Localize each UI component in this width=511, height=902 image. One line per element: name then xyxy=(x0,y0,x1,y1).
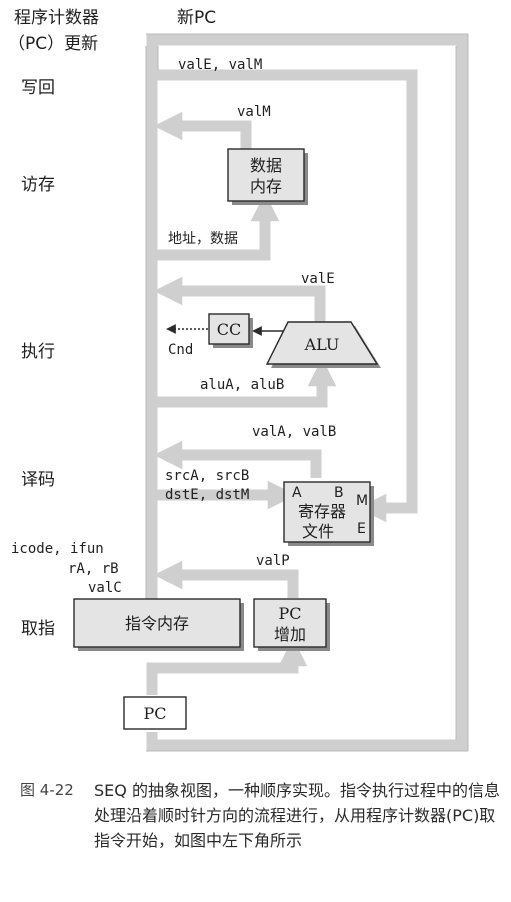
data-memory-box: 数据 内存 xyxy=(227,148,308,205)
figure-caption-text: SEQ 的抽象视图，一种顺序实现。指令执行过程中的信息处理沿着顺时针方向的流程进… xyxy=(94,781,500,850)
stage-decode: 译码 xyxy=(21,470,55,490)
signal-valm: valM xyxy=(237,104,271,120)
vale-valm-path xyxy=(152,69,418,523)
signal-vale: valE xyxy=(301,271,335,287)
alu-box: ALU xyxy=(265,321,381,368)
instruction-memory-label: 指令内存 xyxy=(125,614,189,633)
signal-addr-data: 地址，数据 xyxy=(168,231,238,247)
data-memory-line2: 内存 xyxy=(250,177,282,196)
valm-path xyxy=(153,111,252,150)
addr-data-path xyxy=(152,192,280,261)
alu-label: ALU xyxy=(304,335,340,354)
signal-paths xyxy=(146,34,468,751)
stage-fetch: 取指 xyxy=(21,619,55,639)
data-memory-line1: 数据 xyxy=(250,156,282,175)
register-file-box: A B M E 寄存器 文件 xyxy=(283,481,374,546)
pc-increment-line2: 增加 xyxy=(274,625,306,644)
stage-execute: 执行 xyxy=(21,342,55,362)
register-file-line2: 文件 xyxy=(302,522,334,541)
reg-port-a: A xyxy=(292,485,302,501)
new-pc-label: 新PC xyxy=(177,8,216,28)
instruction-memory-box: 指令内存 xyxy=(73,598,244,651)
reg-port-m: M xyxy=(356,493,368,509)
pc-box: PC xyxy=(123,696,187,730)
reg-port-e: E xyxy=(357,521,366,537)
signal-vale-valm: valE, valM xyxy=(178,57,262,73)
pc-loop-path xyxy=(146,34,468,751)
stage-pc-update-line1: 程序计数器 xyxy=(14,8,99,28)
stage-memory: 访存 xyxy=(21,175,55,195)
pc-fetch-path xyxy=(146,637,308,695)
vala-valb-path xyxy=(153,440,322,478)
path-edges xyxy=(145,33,469,752)
signal-cnd: Cnd xyxy=(168,342,193,358)
figure-number: 图 4-22 xyxy=(20,781,74,799)
register-file-line1: 寄存器 xyxy=(298,502,346,521)
valp-path xyxy=(153,560,299,598)
signal-alua-alub: aluA, aluB xyxy=(200,377,284,393)
stage-writeback: 写回 xyxy=(21,78,55,98)
alua-alub-path xyxy=(152,357,337,408)
signal-ra-rb: rA, rB xyxy=(68,561,119,577)
pc-increment-line1: PC xyxy=(278,604,301,623)
signal-icode-ifun: icode, ifun xyxy=(11,541,104,557)
reg-port-b: B xyxy=(334,485,344,501)
signal-srca-srcb: srcA, srcB xyxy=(165,468,249,484)
signal-vala-valb: valA, valB xyxy=(252,424,336,440)
cc-box: CC xyxy=(208,313,253,348)
cc-label: CC xyxy=(217,320,241,339)
signal-valp: valP xyxy=(256,553,290,569)
pc-label: PC xyxy=(143,704,166,723)
pc-increment-box: PC 增加 xyxy=(253,598,330,651)
stage-pc-update-line2: （PC）更新 xyxy=(8,34,98,54)
signal-valc: valC xyxy=(88,580,122,596)
signal-dste-dstm: dstE, dstM xyxy=(165,487,249,503)
